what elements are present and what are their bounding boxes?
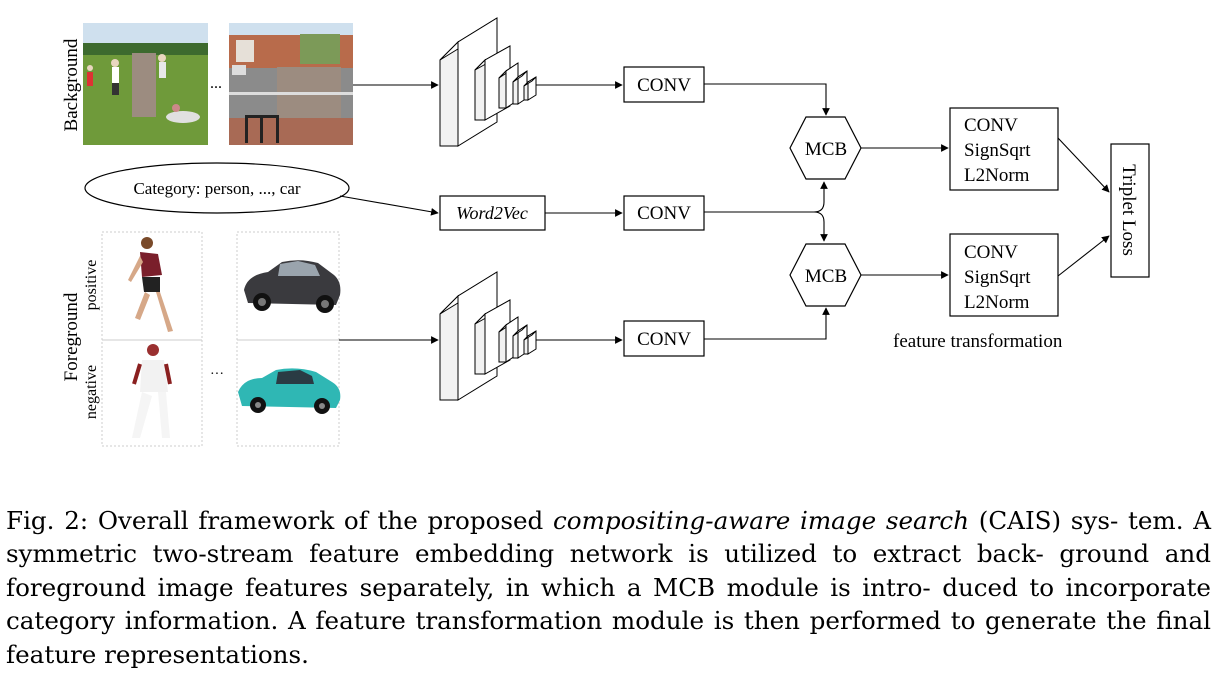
transform-bottom-node: CONV SignSqrt L2Norm: [949, 233, 1059, 317]
framework-diagram: Background Foreground positive negative …: [61, 17, 1150, 447]
feature-transformation-label: feature transformation: [893, 331, 1063, 352]
background-image-street: [229, 23, 353, 145]
conv-middle-node: CONV: [623, 195, 705, 231]
positive-label: positive: [83, 260, 100, 311]
word2vec-label: Word2Vec: [456, 203, 528, 223]
transform-top-node: CONV SignSqrt L2Norm: [949, 107, 1059, 191]
mcb-bottom-node: MCB: [789, 243, 862, 307]
cnn-backbone-top: [439, 17, 537, 147]
mcb-top-node: MCB: [789, 116, 862, 180]
caption-prefix: Fig. 2: Overall framework of the propose…: [6, 505, 554, 535]
conv-middle-label: CONV: [637, 203, 691, 224]
background-image-soccer: [83, 23, 208, 145]
conv-bottom-label: CONV: [637, 329, 691, 350]
word2vec-node: Word2Vec: [439, 195, 546, 231]
foreground-ellipsis: ···: [210, 367, 224, 382]
conv-top-node: CONV: [623, 66, 705, 103]
transform-top-line-2: SignSqrt: [964, 140, 1031, 161]
transform-top-line-3: L2Norm: [964, 165, 1030, 186]
negative-label: negative: [83, 365, 100, 419]
transform-top-line-1: CONV: [964, 115, 1018, 136]
cnn-backbone-bottom: [439, 271, 537, 401]
background-ellipsis: ...: [210, 75, 222, 92]
positive-person-image: [128, 237, 173, 332]
triplet-loss-label: Triplet Loss: [1118, 164, 1139, 256]
figure-caption: Fig. 2: Overall framework of the propose…: [6, 504, 1211, 672]
transform-bottom-line-2: SignSqrt: [964, 267, 1031, 288]
negative-person-image: [132, 344, 172, 438]
caption-emphasis: compositing-aware image search: [553, 505, 970, 535]
mcb-top-label: MCB: [805, 139, 847, 160]
mcb-bottom-label: MCB: [805, 266, 847, 287]
triplet-loss-node: Triplet Loss: [1110, 143, 1150, 278]
foreground-label: Foreground: [61, 292, 82, 381]
category-text: Category: person, ..., car: [133, 179, 300, 198]
positive-car-image: [244, 260, 341, 313]
connectors: [339, 81, 1110, 344]
transform-bottom-line-3: L2Norm: [964, 292, 1030, 313]
conv-top-label: CONV: [637, 75, 691, 96]
caption-suffix: (CAIS) sys- tem. A symmetric two-stream …: [6, 505, 1212, 669]
conv-bottom-node: CONV: [623, 320, 705, 357]
background-label: Background: [61, 38, 82, 131]
transform-bottom-line-1: CONV: [964, 242, 1018, 263]
negative-car-image: [238, 368, 341, 414]
category-node: Category: person, ..., car: [84, 162, 350, 214]
